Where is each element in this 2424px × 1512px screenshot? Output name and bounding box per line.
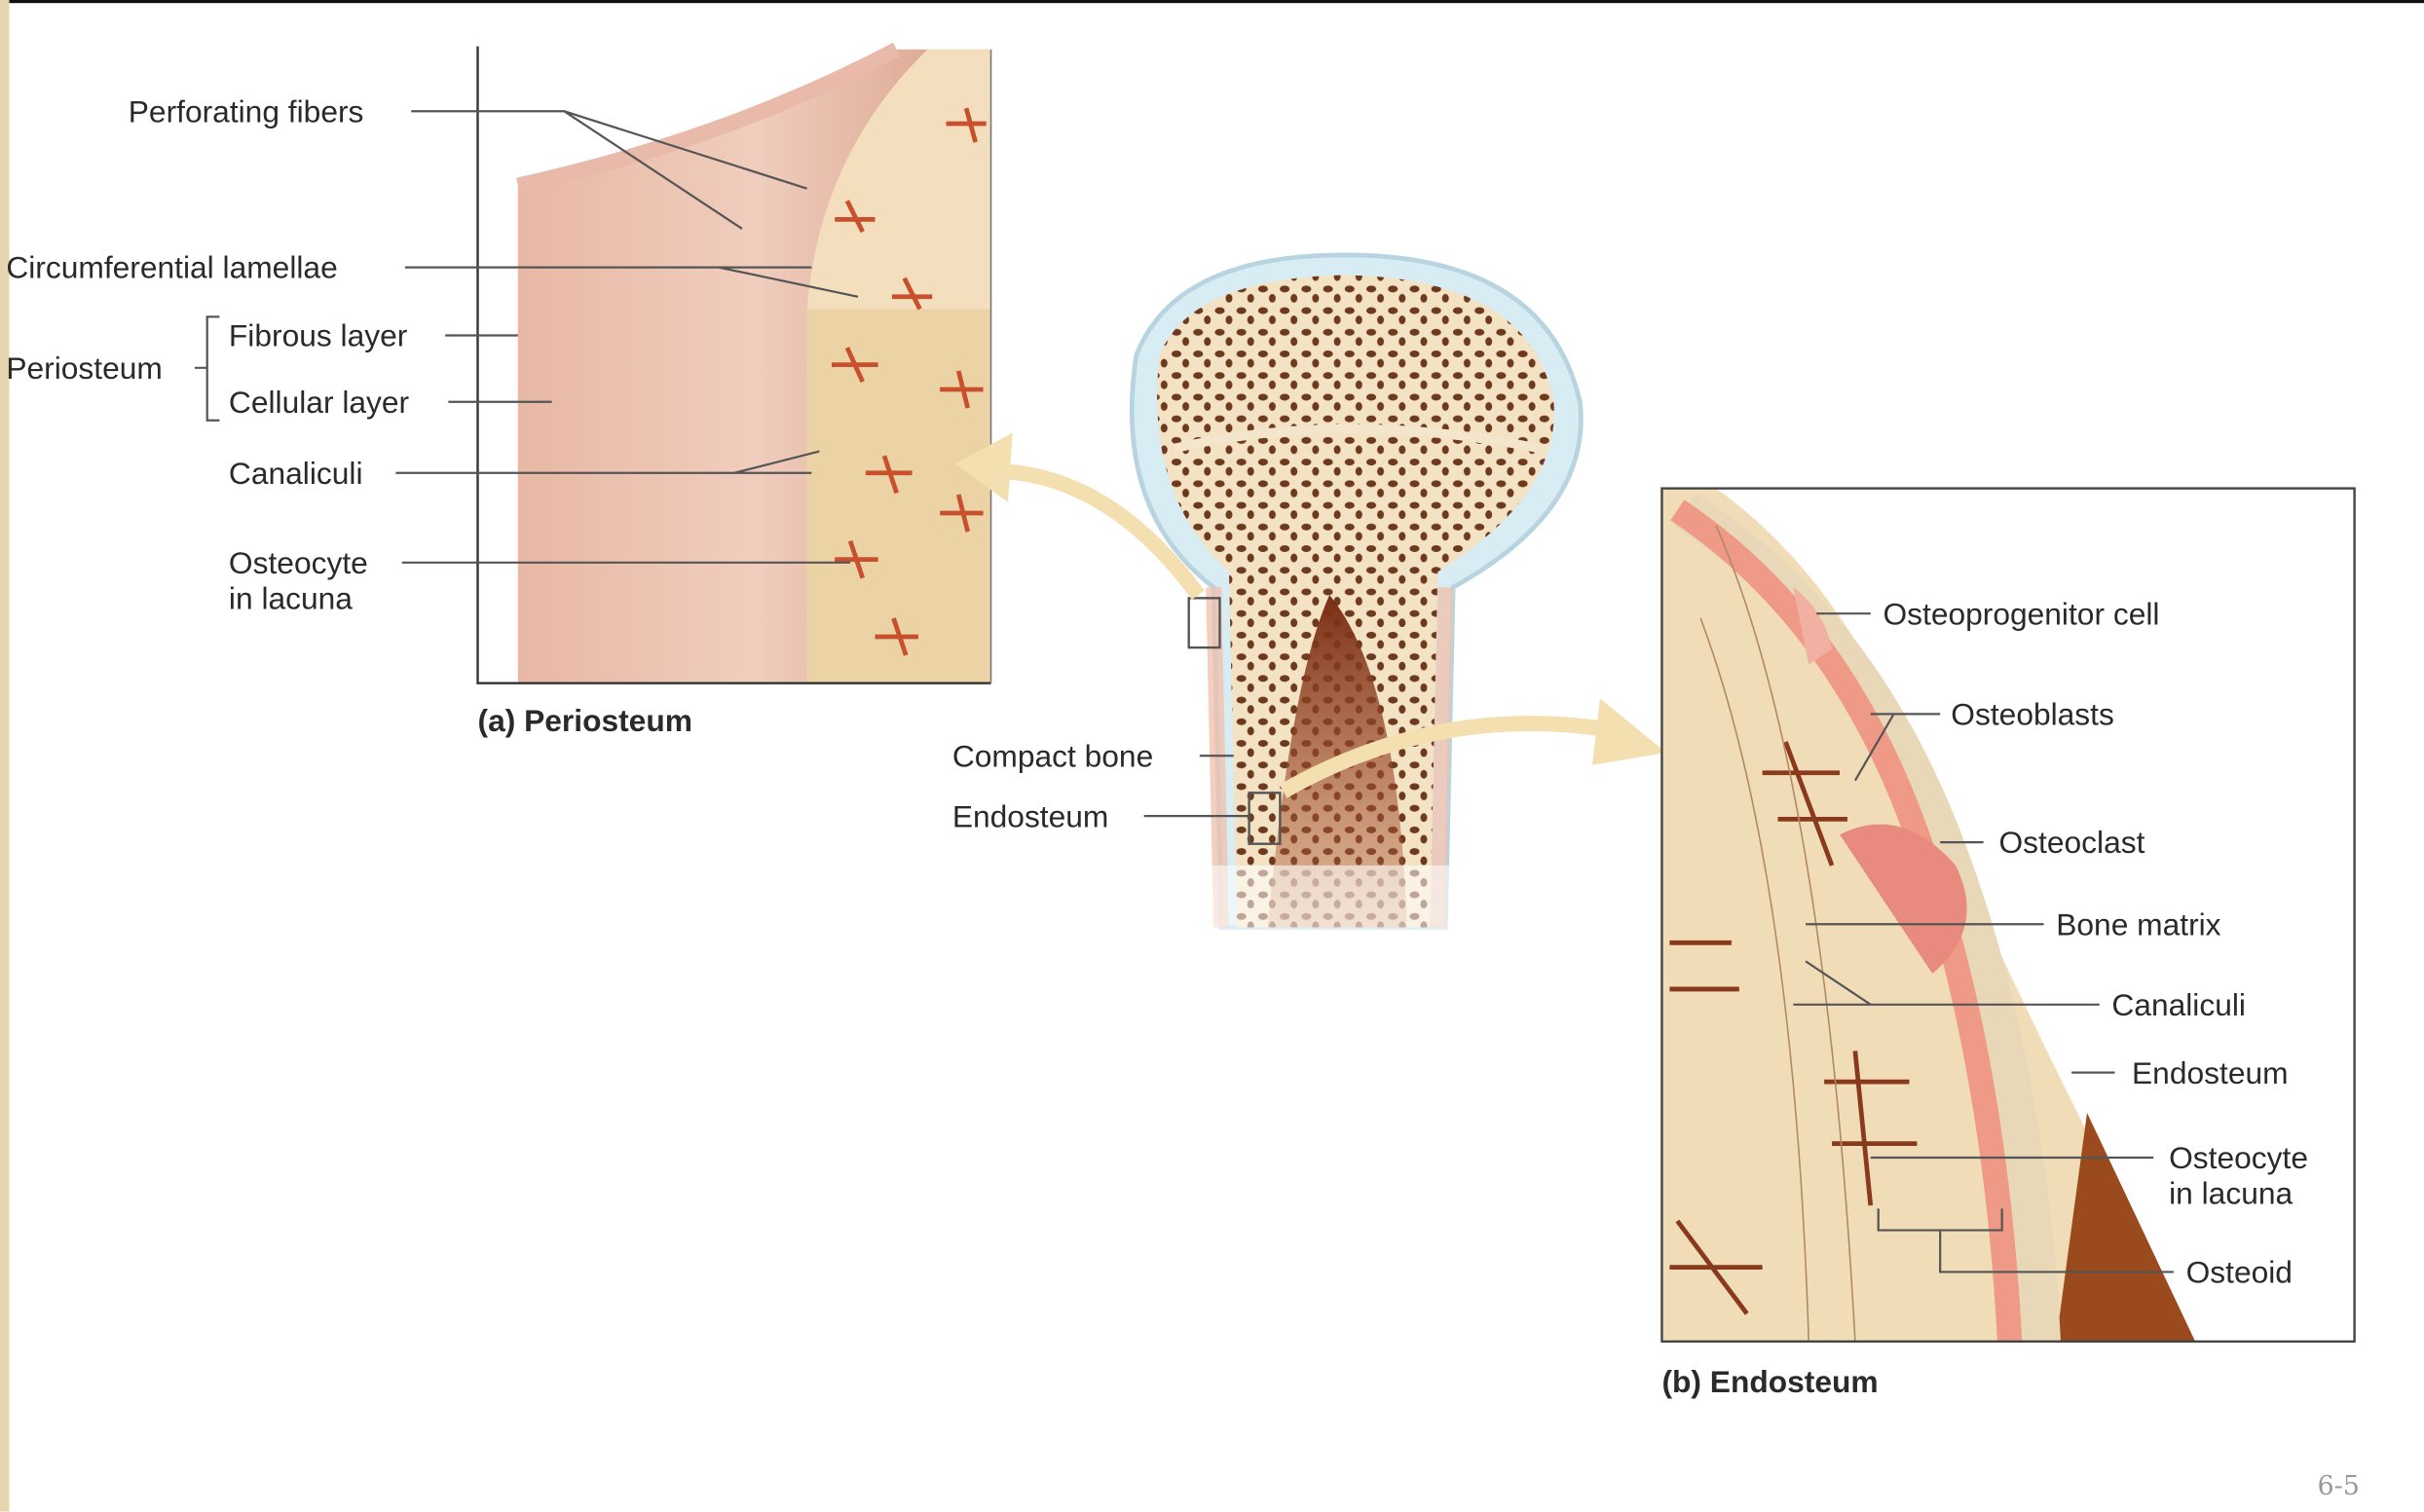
left-border <box>0 0 10 1512</box>
label-endosteum-b: Endosteum <box>2132 1055 2289 1090</box>
label-cellular-layer: Cellular layer <box>229 385 410 420</box>
label-fibrous-layer: Fibrous layer <box>229 318 408 353</box>
periosteum-zoom-box <box>1187 597 1221 649</box>
panel-b-leaders <box>1793 612 2174 1273</box>
caption-endosteum: (b) Endosteum <box>1661 1364 1878 1399</box>
endosteum-panel <box>1660 487 2356 1344</box>
arrow-to-periosteum <box>1004 463 1205 600</box>
label-osteoblasts: Osteoblasts <box>1951 696 2114 731</box>
panel-a-leaders <box>195 110 859 564</box>
label-osteocyte-b-2: in lacuna <box>2169 1176 2293 1211</box>
label-circumferential-lamellae: Circumferential lamellae <box>6 250 337 285</box>
label-canaliculi-a: Canaliculi <box>229 456 363 491</box>
osteocyte-cells-b <box>1669 741 1918 1315</box>
label-osteocyte-a-1: Osteocyte <box>229 545 368 580</box>
label-periosteum: Periosteum <box>6 350 163 386</box>
long-bone-illustration <box>1112 252 1608 959</box>
label-compact-bone: Compact bone <box>952 738 1153 773</box>
label-bone-matrix: Bone matrix <box>2056 906 2220 941</box>
arrow-head-periosteum <box>955 432 1013 502</box>
caption-periosteum: (a) Periosteum <box>478 703 692 738</box>
arrow-head-endosteum <box>1592 698 1667 765</box>
label-osteoid: Osteoid <box>2186 1255 2293 1290</box>
periosteum-panel <box>476 42 992 684</box>
label-osteocyte-b-1: Osteocyte <box>2169 1140 2308 1175</box>
slide-number: 6-5 <box>2318 1471 2360 1501</box>
label-canaliculi-b: Canaliculi <box>2111 987 2246 1022</box>
label-osteoclast: Osteoclast <box>1999 825 2145 860</box>
arrow-to-endosteum <box>1279 716 1610 798</box>
top-border <box>0 0 2424 4</box>
endosteum-zoom-box <box>1248 792 1282 845</box>
label-osteocyte-a-2: in lacuna <box>229 580 353 615</box>
label-endosteum-center: Endosteum <box>952 798 1109 833</box>
label-osteoprogenitor-cell: Osteoprogenitor cell <box>1883 596 2159 631</box>
osteocyte-cells <box>832 107 987 656</box>
label-perforating-fibers: Perforating fibers <box>129 93 364 129</box>
